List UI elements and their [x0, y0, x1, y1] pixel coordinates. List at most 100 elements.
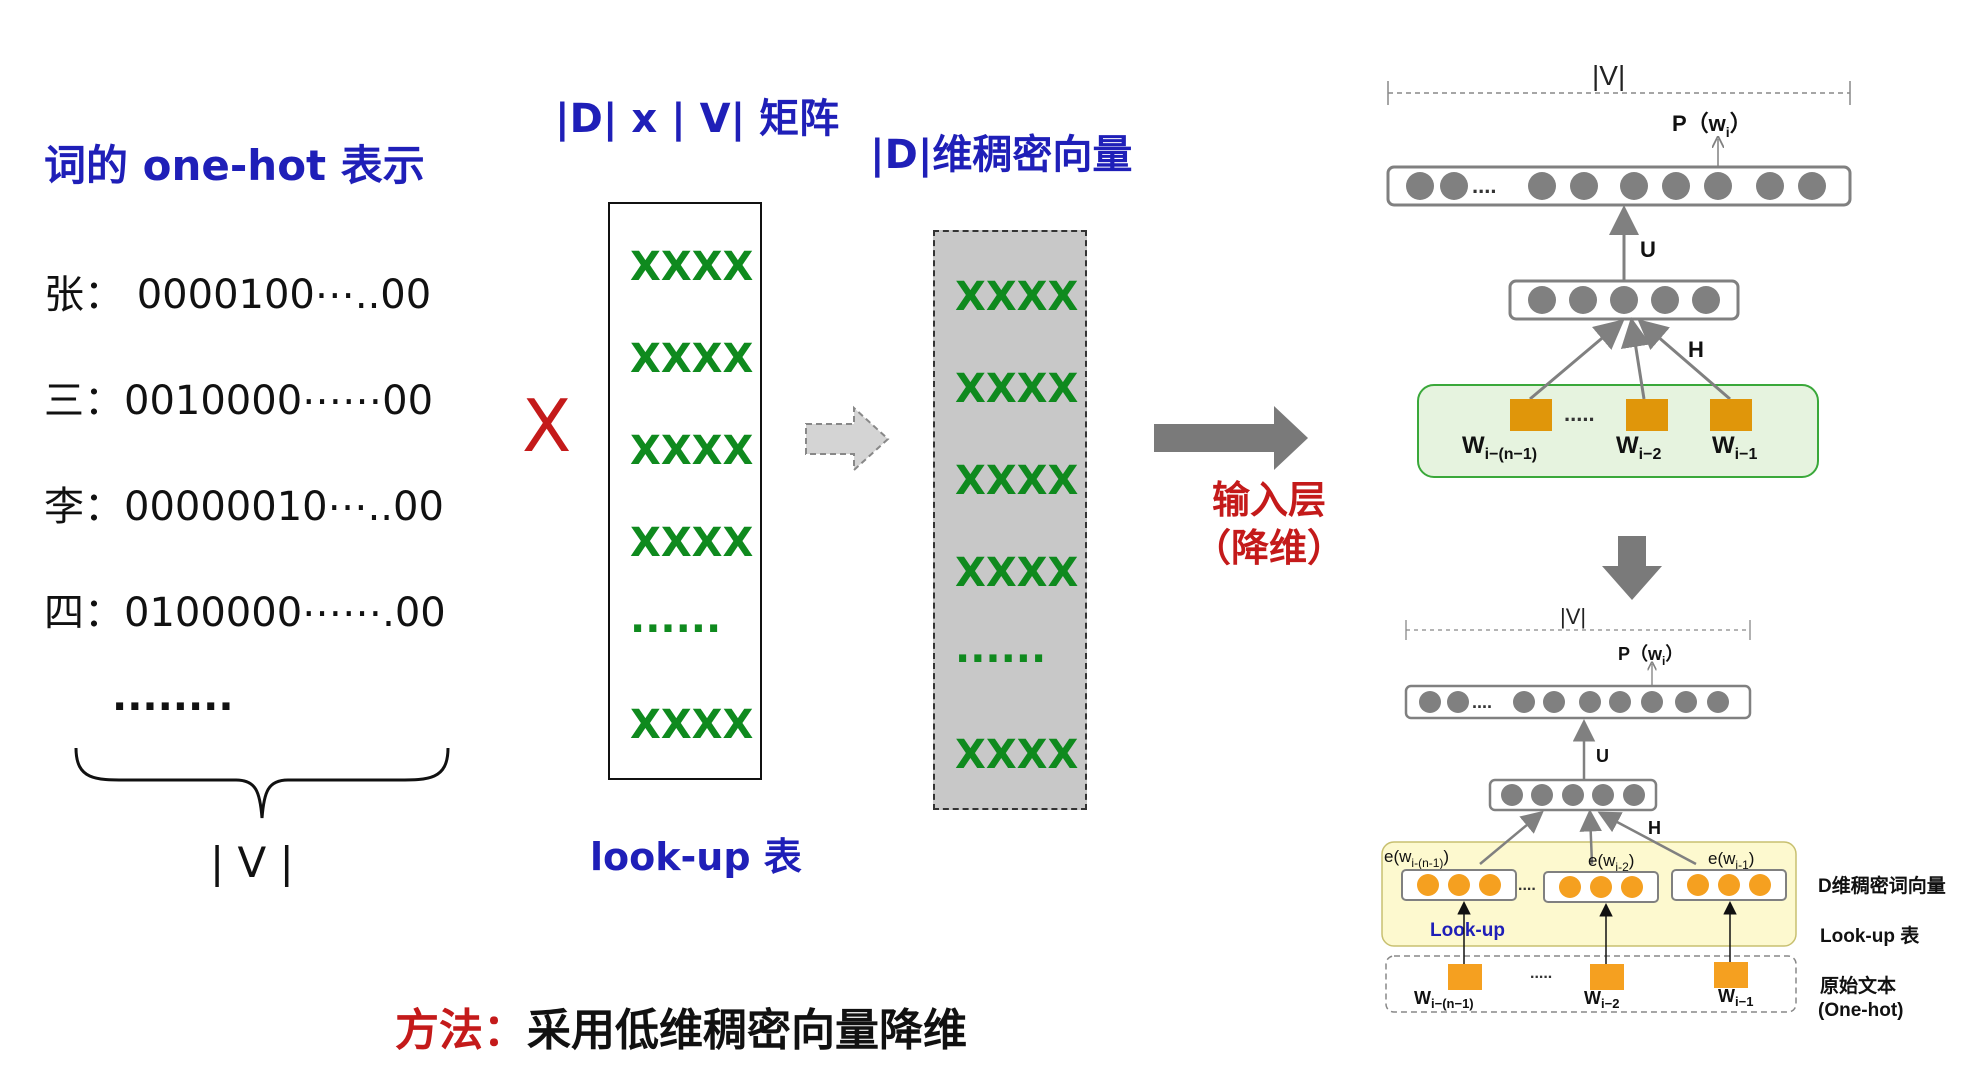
onehot-row-si: 四：0100000⋯⋯.00 [44, 580, 446, 638]
row-code: 00000010⋯..00 [124, 484, 444, 530]
hidden-node [1692, 286, 1720, 314]
onehot-row-san: 三：0010000⋯⋯00 [44, 368, 433, 426]
u-label: U [1640, 237, 1656, 262]
input-layer-label: 输入层 （降维） [1193, 476, 1345, 572]
lookup-matrix-box: XXXX XXXX XXXX XXXX ...... XXXX [608, 202, 762, 780]
nn-diagram-bottom: |V| P（wi） .... U H e(wi-(n-1)) e(wi-2) e… [1381, 604, 1946, 1020]
output-node [1447, 691, 1469, 713]
matrix-title: |D| x | V| 矩阵 [555, 96, 840, 142]
method-label: 方法： [395, 1005, 527, 1056]
row-char: 四： [44, 590, 124, 636]
dense-cell: XXXX [955, 550, 1079, 596]
dense-cell: XXXX [955, 458, 1079, 504]
row-code: 0100000⋯⋯.00 [124, 590, 446, 636]
raw-input-square [1448, 964, 1482, 990]
output-label: P（wi） [1618, 644, 1683, 668]
output-node [1798, 172, 1826, 200]
embedding-node [1417, 874, 1439, 896]
embedding-node [1718, 874, 1740, 896]
hidden-node [1592, 784, 1614, 806]
right-arrow-icon [1154, 406, 1308, 470]
output-node [1756, 172, 1784, 200]
output-node [1406, 172, 1434, 200]
v-label: |V| [1560, 604, 1586, 629]
multiply-operator: X [522, 384, 572, 468]
h-arrow [1637, 319, 1731, 401]
curly-brace [74, 747, 450, 819]
embedding-node [1590, 876, 1612, 898]
dense-cell: XXXX [955, 366, 1079, 412]
raw-input-square [1590, 964, 1624, 990]
output-dots: .... [1472, 692, 1492, 712]
onehot-title: 词的 one-hot 表示 [44, 141, 425, 190]
raw-input-label: Wi−1 [1718, 986, 1753, 1009]
embedding-node [1749, 874, 1771, 896]
method-text: 采用低维稠密向量降维 [527, 1005, 967, 1056]
row-code: 0010000⋯⋯00 [124, 378, 434, 424]
u-label: U [1596, 746, 1609, 766]
embedding-node [1559, 876, 1581, 898]
input-square [1626, 399, 1668, 431]
output-layer-box [1404, 684, 1752, 720]
output-node [1704, 172, 1732, 200]
input-layer-line2: （降维） [1193, 526, 1346, 570]
embedding-label: e(wi-2) [1588, 851, 1634, 874]
output-node [1543, 691, 1565, 713]
v-label: |V| [1592, 60, 1625, 91]
hidden-node [1610, 286, 1638, 314]
dense-vector-title: |D|维稠密向量 [870, 132, 1133, 178]
raw-input-label: Wi−2 [1584, 988, 1619, 1011]
onehot-ellipsis: ........ [112, 674, 234, 720]
input-layer-line1: 输入层 [1212, 478, 1327, 522]
lookup-table-caption: look-up 表 [590, 835, 802, 879]
output-node [1707, 691, 1729, 713]
output-node [1662, 172, 1690, 200]
input-dots: ..... [1564, 401, 1595, 426]
hidden-node [1651, 286, 1679, 314]
output-label: P（wi） [1672, 111, 1752, 140]
onehot-row-zhang: 张： 0000100⋯..00 [44, 262, 431, 320]
embedding-node [1448, 874, 1470, 896]
dense-cell-ellipsis: ...... [955, 626, 1047, 672]
h-arrow [1620, 317, 1651, 400]
input-panel [1417, 384, 1819, 478]
row-char: 李： [44, 484, 124, 530]
legend-raw-line2: (One-hot) [1818, 1000, 1903, 1020]
input-square [1710, 399, 1752, 431]
input-label: Wi−2 [1616, 432, 1661, 463]
matrix-cell: XXXX [630, 702, 754, 748]
raw-input-square [1714, 962, 1748, 988]
dense-cell: XXXX [955, 732, 1079, 778]
row-char: 张： [44, 272, 124, 318]
embedding-dots: .... [1518, 877, 1536, 894]
brace-label: | V | [210, 838, 294, 887]
h-label: H [1648, 818, 1661, 838]
h-arrow [1479, 810, 1544, 865]
output-node [1528, 172, 1556, 200]
output-node [1513, 691, 1535, 713]
output-node [1419, 691, 1441, 713]
hidden-node [1501, 784, 1523, 806]
h-arrow [1529, 319, 1625, 401]
output-node [1579, 691, 1601, 713]
input-label: Wi−(n−1) [1462, 432, 1537, 463]
hidden-node [1569, 286, 1597, 314]
dense-vector-box: XXXX XXXX XXXX XXXX ...... XXXX [933, 230, 1087, 810]
nn-diagram-top: |V| P（wi） .... U H ..... Wi−(n−1) Wi−2 W… [1386, 60, 1852, 478]
legend-dense: D维稠密词向量 [1818, 874, 1946, 897]
matrix-cell: XXXX [630, 520, 754, 566]
raw-dots: ..... [1530, 965, 1552, 982]
hidden-node [1528, 286, 1556, 314]
raw-input-label: Wi−(n−1) [1414, 988, 1474, 1011]
method-line: 方法：采用低维稠密向量降维 [395, 994, 967, 1058]
hidden-node [1531, 784, 1553, 806]
h-arrow [1579, 809, 1602, 865]
output-dots: .... [1472, 173, 1496, 198]
matrix-cell: XXXX [630, 244, 754, 290]
matrix-cell: XXXX [630, 336, 754, 382]
legend-raw-line1: 原始文本 [1820, 974, 1896, 997]
matrix-cell-ellipsis: ...... [630, 596, 722, 642]
hidden-node [1562, 784, 1584, 806]
embedding-node [1479, 874, 1501, 896]
output-node [1440, 172, 1468, 200]
